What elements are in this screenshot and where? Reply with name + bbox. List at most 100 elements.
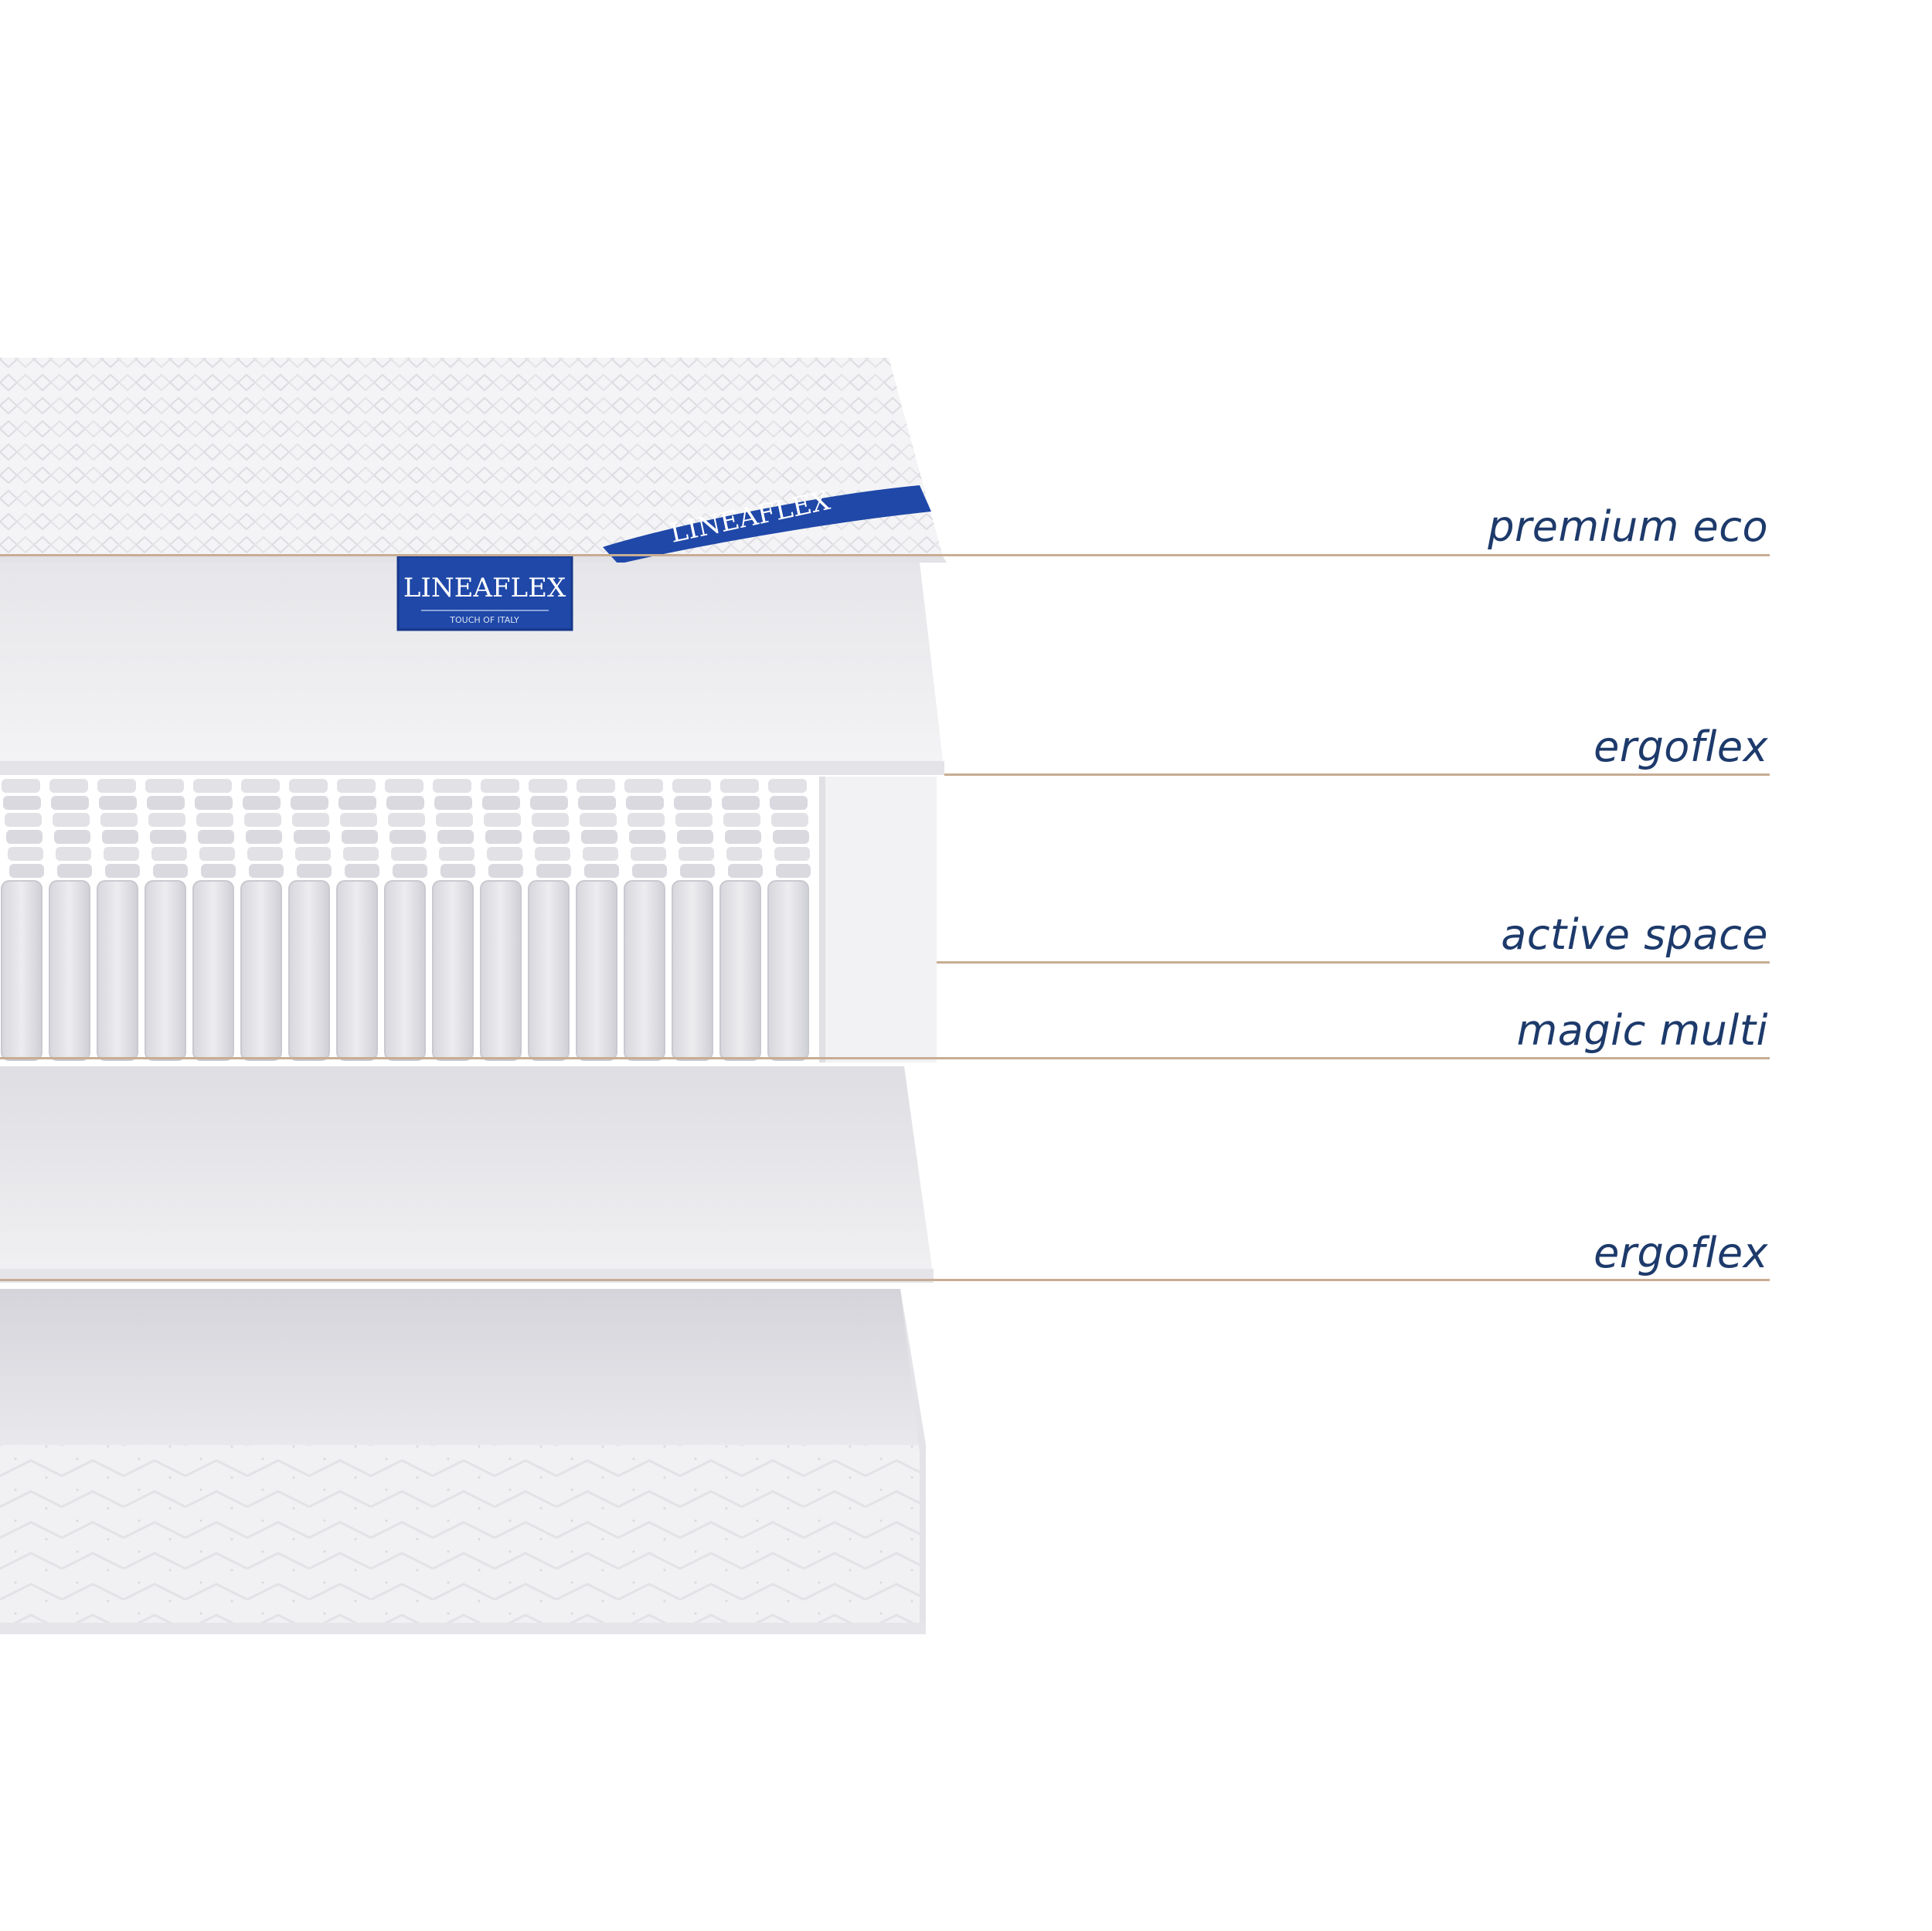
layer-label-magic-multi: magic multi bbox=[1516, 1006, 1768, 1055]
divider-layer-5 bbox=[0, 1279, 1770, 1281]
layer-2-foam bbox=[0, 563, 944, 773]
spring-coil-top bbox=[672, 779, 711, 793]
spring-coil-top bbox=[393, 864, 427, 878]
spring-coil-top bbox=[437, 830, 474, 844]
base-knit-border bbox=[0, 1445, 926, 1634]
spring-coil-top bbox=[485, 830, 522, 844]
spring-coil-top bbox=[102, 830, 138, 844]
spring-coil-top bbox=[145, 779, 184, 793]
spring-coil-top bbox=[583, 847, 618, 861]
spring-coil-top bbox=[674, 796, 712, 810]
spring-coil-top bbox=[249, 864, 284, 878]
spring-coil-top bbox=[195, 796, 233, 810]
spring-coil-top bbox=[57, 864, 92, 878]
spring-coil-top bbox=[675, 813, 713, 827]
spring-coil-top bbox=[391, 847, 427, 861]
spring-coil-top bbox=[626, 796, 664, 810]
spring-coil-top bbox=[436, 813, 473, 827]
spring-coil-top bbox=[535, 847, 570, 861]
spring-coil-pocket bbox=[576, 880, 617, 1061]
spring-coil-top bbox=[389, 830, 426, 844]
spring-coil-top bbox=[338, 796, 376, 810]
divider-layer-3 bbox=[937, 961, 1770, 964]
spring-coil-top bbox=[201, 864, 236, 878]
spring-coil-top bbox=[104, 847, 139, 861]
spring-coil-top bbox=[56, 847, 91, 861]
spring-coil-pocket bbox=[624, 880, 665, 1061]
spring-coil-top bbox=[54, 830, 90, 844]
spring-coil-top bbox=[440, 864, 475, 878]
spring-coil-top bbox=[99, 796, 137, 810]
spring-coil-top bbox=[720, 779, 759, 793]
spring-coil-top bbox=[148, 813, 185, 827]
spring-coil-top bbox=[434, 796, 472, 810]
spring-coil-top bbox=[679, 847, 714, 861]
spring-coil-top bbox=[680, 864, 715, 878]
spring-coil-top bbox=[153, 864, 188, 878]
spring-coil-top bbox=[481, 779, 519, 793]
layer-5-foam bbox=[0, 1066, 934, 1279]
spring-coil-top bbox=[100, 813, 138, 827]
spring-coil-top bbox=[243, 796, 281, 810]
spring-coil-top bbox=[51, 796, 89, 810]
spring-coil-pocket bbox=[288, 880, 330, 1061]
spring-coil-top bbox=[484, 813, 521, 827]
spring-coil-top bbox=[241, 779, 280, 793]
spring-coil-pocket bbox=[145, 880, 186, 1061]
spring-coil-top bbox=[530, 796, 568, 810]
spring-coil-top bbox=[536, 864, 571, 878]
spring-coil-pocket bbox=[480, 880, 522, 1061]
spring-coil-top bbox=[6, 830, 43, 844]
layer-label-active-space: active space bbox=[1501, 910, 1768, 959]
spring-coil-top bbox=[9, 864, 44, 878]
spring-coil-top bbox=[624, 779, 663, 793]
spring-coil-top bbox=[385, 779, 423, 793]
spring-coil-pocket bbox=[1, 880, 43, 1061]
spring-coil-top bbox=[533, 830, 570, 844]
spring-coil-top bbox=[725, 830, 761, 844]
spring-coil-top bbox=[345, 864, 379, 878]
spring-coil-top bbox=[343, 847, 379, 861]
spring-coil-top bbox=[247, 847, 283, 861]
spring-coil-top bbox=[198, 830, 234, 844]
spring-coil-top bbox=[8, 847, 43, 861]
spring-coil-top bbox=[488, 864, 523, 878]
spring-coil-top bbox=[529, 779, 567, 793]
spring-coil-pocket bbox=[49, 880, 90, 1061]
spring-coil-top bbox=[147, 796, 185, 810]
spring-coil-top bbox=[337, 779, 376, 793]
spring-coil-pocket bbox=[240, 880, 282, 1061]
spring-coil-top bbox=[728, 864, 763, 878]
spring-coil-top bbox=[388, 813, 425, 827]
spring-coil-top bbox=[770, 796, 808, 810]
spring-coil-top bbox=[295, 847, 331, 861]
spring-coil-top bbox=[5, 813, 42, 827]
pocket-springs bbox=[1, 779, 811, 1061]
spring-coil-top bbox=[776, 864, 811, 878]
spring-coil-top bbox=[294, 830, 330, 844]
spring-coil-top bbox=[193, 779, 232, 793]
spring-coil-top bbox=[340, 813, 377, 827]
spring-coil-top bbox=[631, 847, 666, 861]
spring-coil-top bbox=[433, 779, 471, 793]
divider-layer-1 bbox=[0, 554, 1770, 556]
spring-coil-top bbox=[774, 847, 810, 861]
spring-coil-top bbox=[482, 796, 520, 810]
spring-coil-top bbox=[199, 847, 235, 861]
spring-side-foam bbox=[819, 777, 937, 1062]
spring-coil-top bbox=[723, 813, 760, 827]
spring-coil-top bbox=[584, 864, 619, 878]
spring-coil-pocket bbox=[192, 880, 234, 1061]
layer-label-ergoflex-bottom: ergoflex bbox=[1594, 1229, 1768, 1277]
spring-coil-top bbox=[487, 847, 522, 861]
spring-coil-top bbox=[577, 779, 615, 793]
spring-coil-pocket bbox=[336, 880, 378, 1061]
spring-coil-top bbox=[722, 796, 760, 810]
divider-layer-4 bbox=[0, 1057, 1770, 1059]
spring-coil-top bbox=[97, 779, 136, 793]
spring-coil-pocket bbox=[384, 880, 426, 1061]
spring-coil-top bbox=[292, 813, 329, 827]
spring-coil-top bbox=[726, 847, 762, 861]
base-tray-inner bbox=[0, 1289, 926, 1445]
